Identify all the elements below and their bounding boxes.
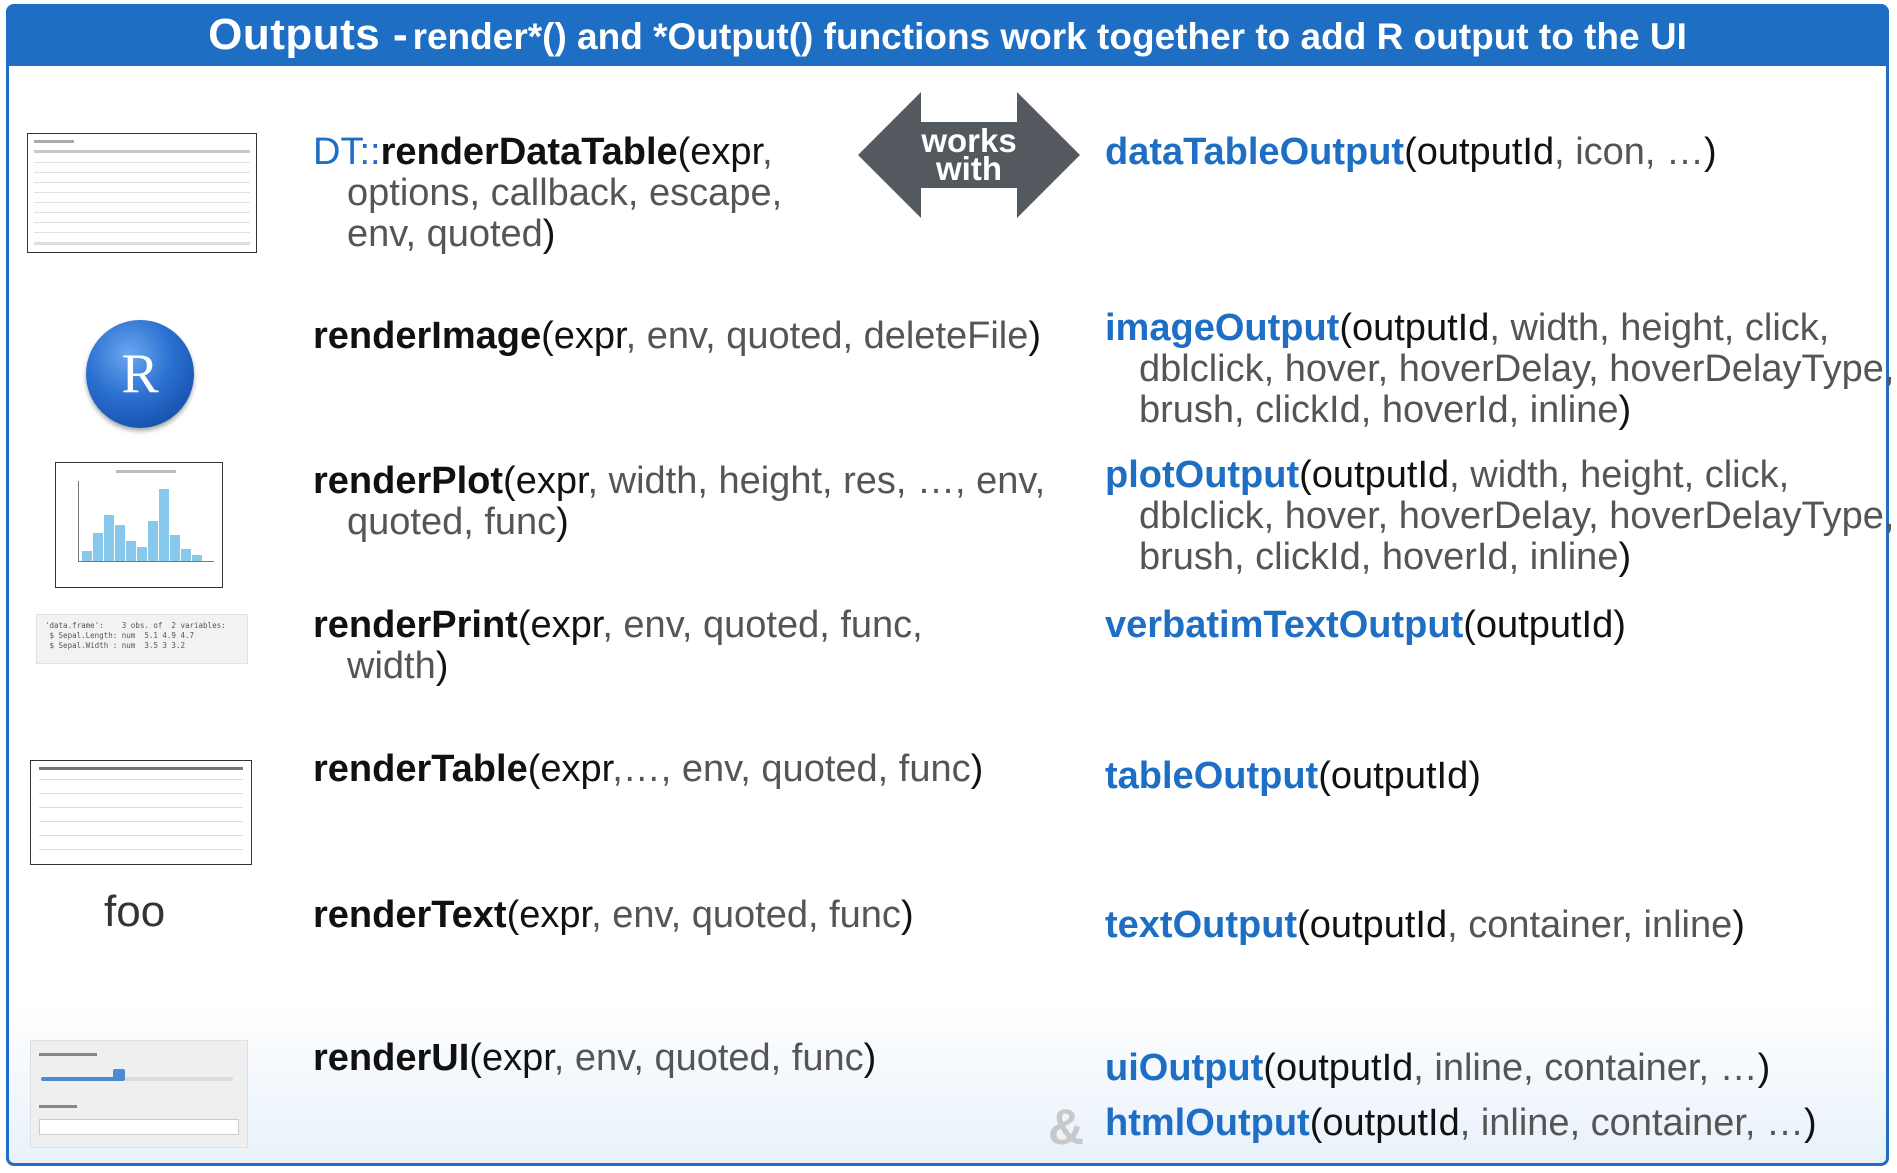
render-image-name: renderImage [313,315,542,357]
text-output-name: textOutput [1105,904,1298,946]
render-table-name: renderTable [313,748,528,790]
ui-output-name: uiOutput [1105,1047,1264,1089]
ui-controls-thumbnail [30,1040,248,1148]
render-print-signature: renderPrint(expr, env, quoted, func, wid… [313,604,923,687]
render-text-name: renderText [313,894,507,936]
plot-output-signature: plotOutput(outputId, width, height, clic… [1105,454,1895,578]
datatable-thumbnail [27,133,257,253]
section-subtitle: render*() and *Output() functions work t… [412,16,1687,57]
render-ui-name: renderUI [313,1037,470,1079]
render-text-signature: renderText(expr, env, quoted, func) [313,894,914,936]
ampersand-icon: & [1048,1099,1085,1155]
datatable-output-signature: dataTableOutput(outputId, icon, …) [1105,131,1717,173]
render-datatable-signature: DT::renderDataTable(expr, options, callb… [313,131,783,255]
works-with-arrow-icon: works with [858,92,1080,218]
table-output-name: tableOutput [1105,755,1319,797]
works-label: works [921,122,1017,159]
verbatim-text-output-name: verbatimTextOutput [1105,604,1464,646]
datatable-output-name: dataTableOutput [1105,131,1405,173]
render-datatable-name: renderDataTable [380,131,678,173]
plot-output-name: plotOutput [1105,454,1300,496]
section-title: Outputs - [208,10,409,59]
print-output-thumbnail: 'data.frame': 3 obs. of 2 variables: $ S… [36,614,248,664]
table-thumbnail [30,760,252,865]
render-plot-name: renderPlot [313,460,504,502]
ui-output-signature: uiOutput(outputId, inline, container, …) [1105,1047,1771,1089]
r-logo: R [86,320,194,428]
histogram-thumbnail [55,462,223,588]
text-output-signature: textOutput(outputId, container, inline) [1105,904,1745,946]
render-table-signature: renderTable(expr,…, env, quoted, func) [313,748,984,790]
section-header: Outputs - render*() and *Output() functi… [6,4,1889,66]
verbatim-text-output-signature: verbatimTextOutput(outputId) [1105,604,1626,646]
render-plot-signature: renderPlot(expr, width, height, res, …, … [313,460,1046,543]
render-print-name: renderPrint [313,604,518,646]
render-ui-signature: renderUI(expr, env, quoted, func) [313,1037,877,1079]
image-output-signature: imageOutput(outputId, width, height, cli… [1105,307,1895,431]
image-output-name: imageOutput [1105,307,1340,349]
html-output-signature: htmlOutput(outputId, inline, container, … [1105,1102,1817,1144]
with-label: with [936,150,1002,187]
render-image-signature: renderImage(expr, env, quoted, deleteFil… [313,315,1042,357]
cheatsheet-panel [6,4,1889,1166]
table-output-signature: tableOutput(outputId) [1105,755,1481,797]
html-output-name: htmlOutput [1105,1102,1310,1144]
text-thumbnail: foo [104,887,166,936]
dt-namespace: DT [313,131,360,173]
